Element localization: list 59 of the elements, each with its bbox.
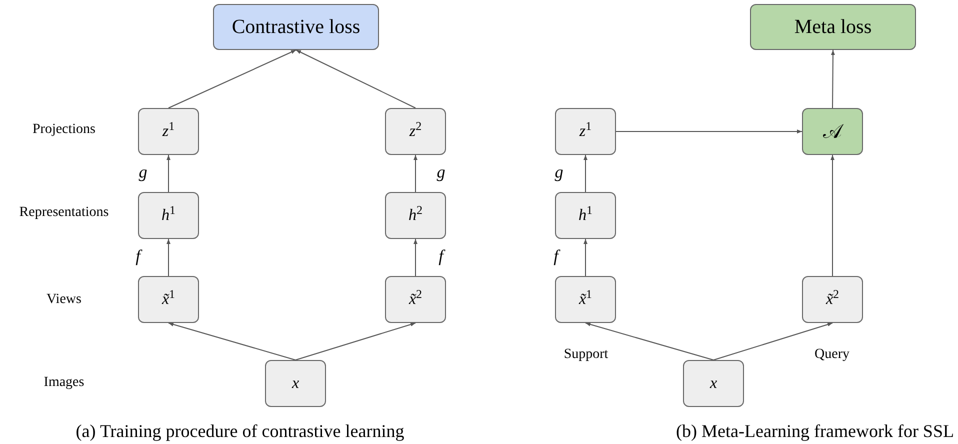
caption: (a) Training procedure of contrastive learning [76,422,404,440]
node-text: x [292,374,300,394]
function-label: f [554,248,558,264]
node-text: x̃$^{2}$ [826,288,840,310]
process-box [385,192,446,239]
row-label: Views [46,293,82,307]
arrow [168,322,296,360]
process-box [385,108,446,155]
function-label: f [438,248,444,264]
node-text: x [710,374,718,394]
arrow [713,322,833,360]
process-box [683,360,744,407]
row-label: Representations [19,206,109,220]
node-text: 𝒜 [823,120,842,144]
arrow [166,154,170,192]
arrow [830,50,835,108]
process-box [385,276,446,323]
node-text: z$^{1}$ [162,120,175,142]
function-label: g [138,164,148,180]
arrow [616,130,802,134]
node-text: Contrastive loss [232,15,360,40]
process-box [555,276,616,323]
arrow [830,154,834,276]
function-label: f [136,248,140,264]
node-text: x̃$^{2}$ [408,288,422,310]
arrow [166,238,170,276]
node-text: h$^{2}$ [408,204,422,226]
process-box [555,108,616,155]
caption: (b) Meta-Learning framework for SSL [676,422,954,440]
arrow [168,50,296,108]
node-text: x̃$^{1}$ [578,288,592,310]
node-text: Meta loss [794,15,872,40]
node-text: h$^{1}$ [578,204,592,226]
node-text: z$^{1}$ [579,120,592,142]
node-text: z$^{2}$ [409,120,422,142]
row-label: Images [44,376,84,390]
row-label: Projections [32,123,96,137]
arrow [295,322,416,360]
arrow [584,154,588,192]
arrow [414,238,418,276]
process-box [138,192,199,239]
arrow [584,238,588,276]
process-box [138,276,199,323]
arrow [585,322,714,360]
process-box [555,192,616,239]
set-label: Support [564,348,608,362]
node-text: h$^{1}$ [162,204,176,226]
function-label: g [554,164,564,180]
process-box [802,108,863,155]
process-box [213,4,379,50]
node-text: x̃$^{1}$ [162,288,176,310]
set-label: Query [814,348,850,362]
process-box [138,108,199,155]
process-box [750,4,916,50]
process-box [802,276,863,323]
arrow [296,50,416,108]
process-box [265,360,326,407]
arrow [414,154,418,192]
function-label: g [436,164,446,180]
